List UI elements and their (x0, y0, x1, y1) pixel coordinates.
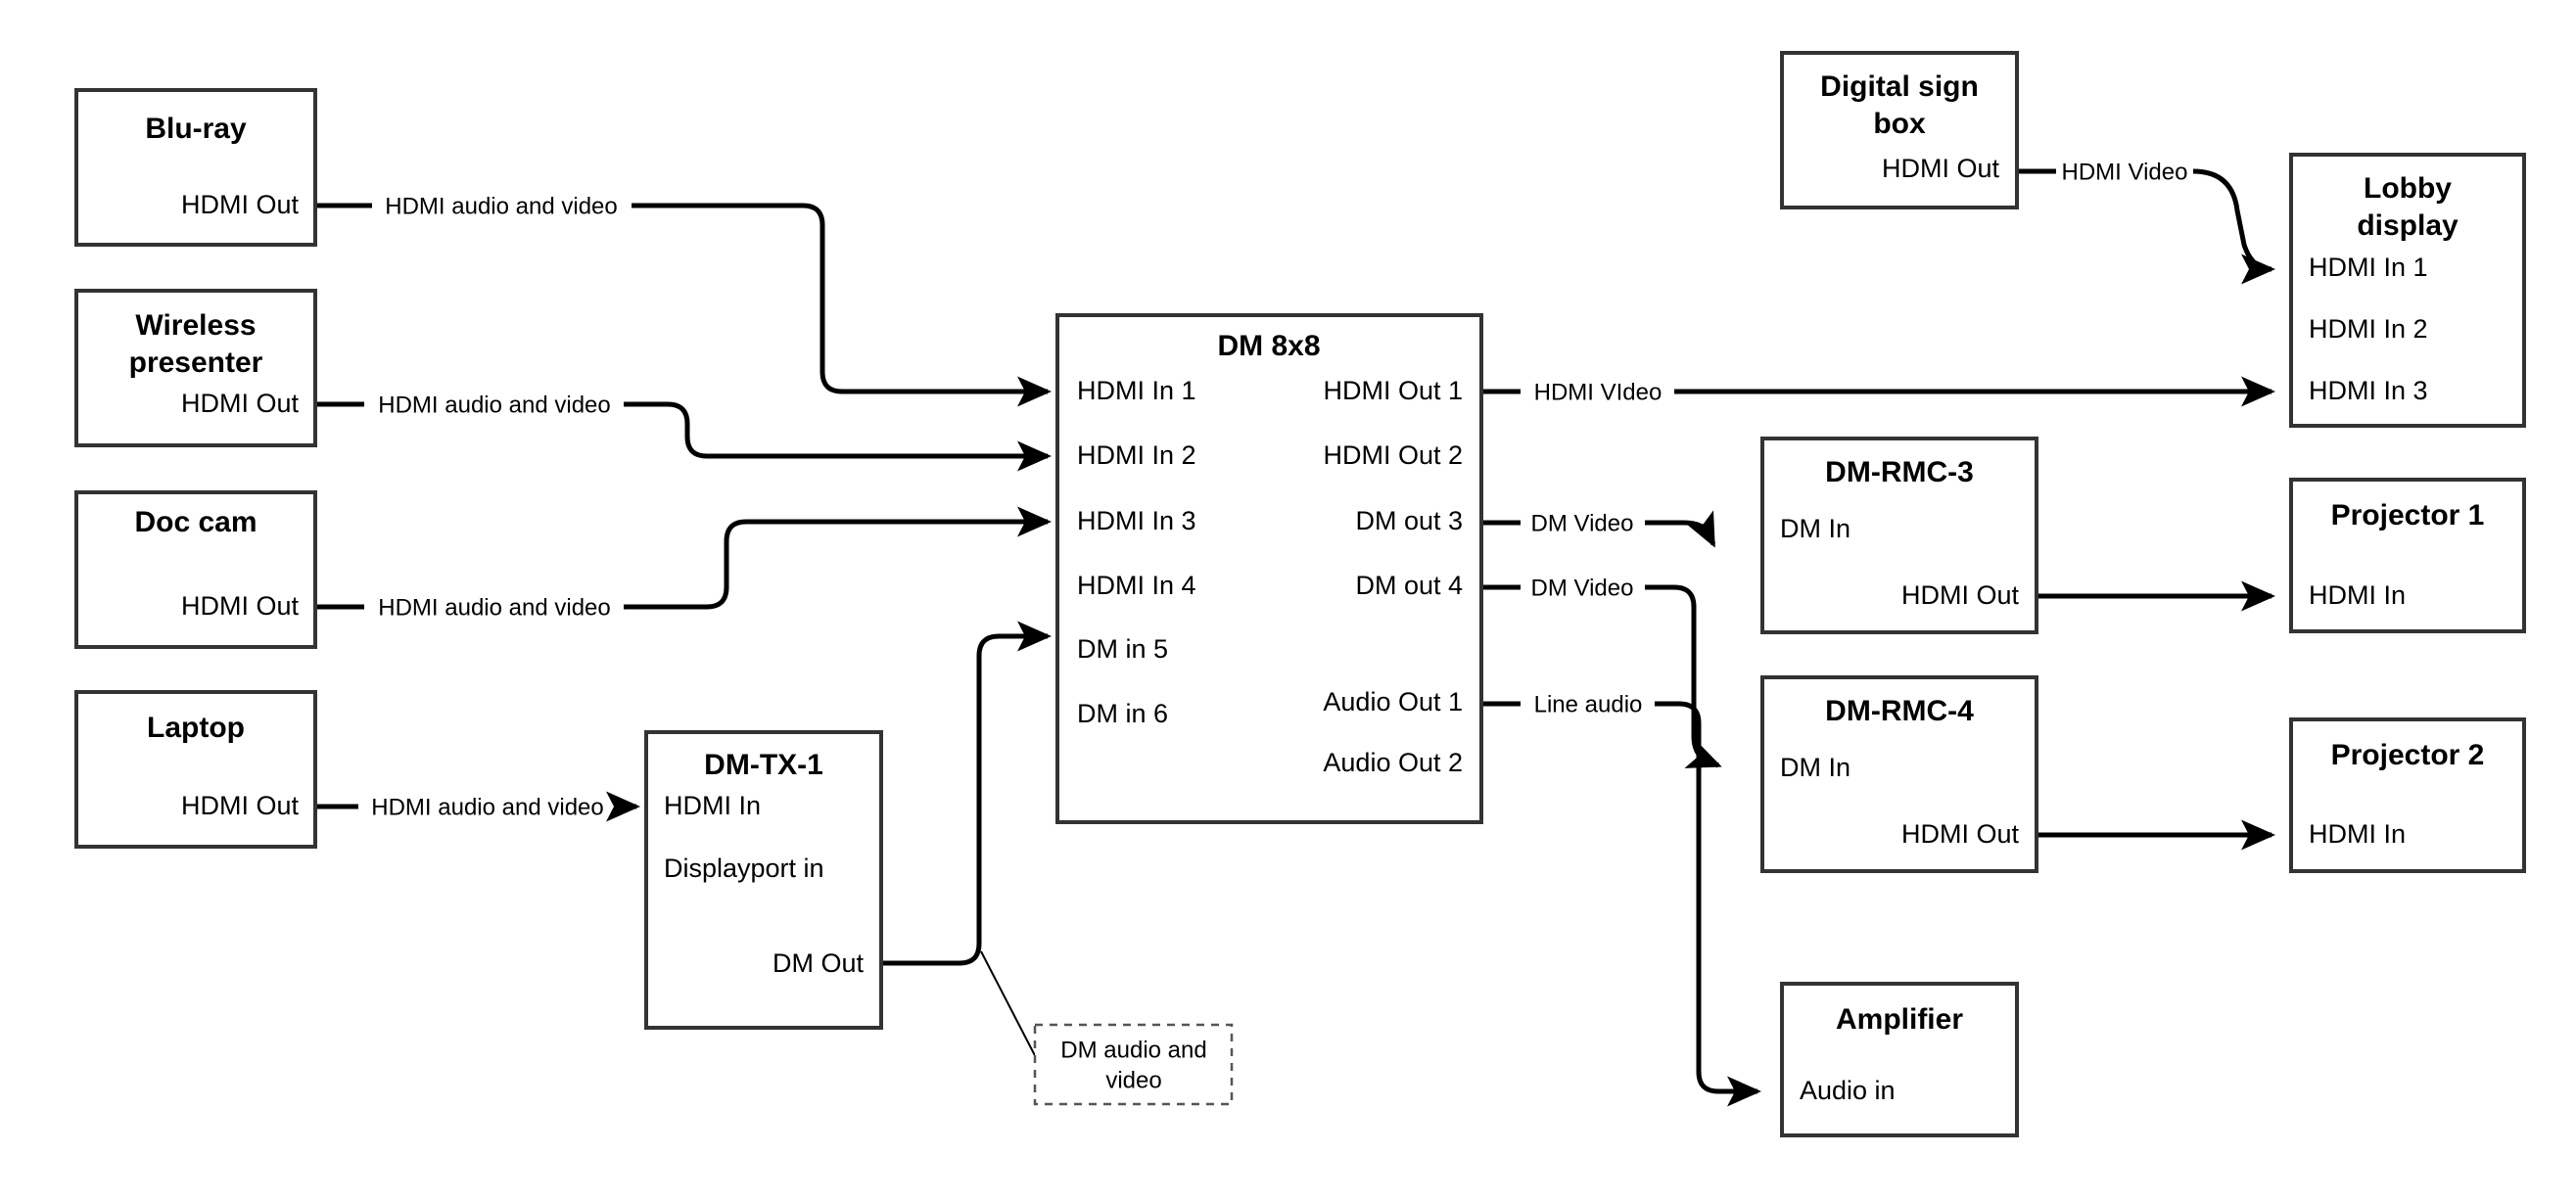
note-dm-audio-and-video: DM audio and video (1033, 1023, 1234, 1106)
node-dm-8x8-port-hdmi-out-1: HDMI Out 1 (1323, 376, 1463, 405)
node-dm-rmc-4[interactable]: DM-RMC-4 DM In HDMI Out (1760, 675, 2038, 873)
node-amplifier-box[interactable] (1780, 982, 2019, 1137)
node-dm-rmc-3-box[interactable] (1760, 437, 2038, 634)
node-projector-2-port-hdmi-in: HDMI In (2309, 819, 2406, 849)
edge-label-digital-sign: HDMI Video (2062, 159, 2188, 185)
node-bluray[interactable]: Blu-ray HDMI Out (74, 88, 317, 247)
node-dm-rmc-3-port-hdmi-out: HDMI Out (1901, 580, 2020, 610)
node-laptop-port-hdmi-out: HDMI Out (181, 791, 300, 820)
node-bluray-port-hdmi-out: HDMI Out (181, 190, 300, 219)
link-doccam-to-dm8x8-hdmi-in-3 (315, 522, 1048, 610)
node-dm-8x8-box[interactable] (1055, 313, 1483, 824)
node-dm-tx-1-port-hdmi-in: HDMI In (664, 791, 761, 820)
node-digital-sign-box[interactable]: Digital sign box HDMI Out (1780, 51, 2019, 209)
node-dm-8x8-port-hdmi-in-2: HDMI In 2 (1077, 440, 1196, 470)
node-dm-tx-1-port-displayport-in: Displayport in (664, 854, 824, 883)
edge-label-wireless: HDMI audio and video (378, 392, 610, 418)
node-lobby-display[interactable]: Lobby display HDMI In 1 HDMI In 2 HDMI I… (2289, 153, 2526, 428)
node-dm-8x8-port-hdmi-in-1: HDMI In 1 (1077, 376, 1196, 405)
node-lobby-display-port-hdmi-in-2: HDMI In 2 (2309, 314, 2428, 344)
node-dm-rmc-4-box[interactable] (1760, 675, 2038, 873)
node-dm-rmc-3-title: DM-RMC-3 (1825, 456, 1974, 488)
node-dm-tx-1[interactable]: DM-TX-1 HDMI In Displayport in DM Out (644, 730, 883, 1030)
node-dm-8x8-port-dm-in-5: DM in 5 (1077, 634, 1168, 664)
node-bluray-title: Blu-ray (145, 113, 247, 145)
node-laptop-title: Laptop (147, 712, 245, 744)
note-dm-audio-and-video-line1: DM audio and (1060, 1037, 1206, 1063)
node-laptop[interactable]: Laptop HDMI Out (74, 690, 317, 849)
node-dm-8x8-port-hdmi-in-3: HDMI In 3 (1077, 506, 1196, 535)
node-dm-8x8-port-hdmi-in-4: HDMI In 4 (1077, 571, 1196, 600)
edge-label-audio-out-1: Line audio (1534, 691, 1643, 717)
link-bluray-to-dm8x8-hdmi-in-1 (315, 203, 1048, 392)
node-doc-cam-port-hdmi-out: HDMI Out (181, 591, 300, 621)
link-dm8x8-dmout3-to-dmrmc3 (1481, 523, 1713, 544)
link-dm8x8-audioout1-to-amplifier (1481, 701, 1757, 1091)
node-wireless-presenter-box[interactable] (74, 289, 317, 447)
node-wireless-presenter-title-line2: presenter (129, 346, 263, 379)
node-dm-8x8-title: DM 8x8 (1217, 330, 1320, 362)
node-amplifier-title: Amplifier (1836, 1003, 1963, 1036)
node-bluray-box[interactable] (74, 88, 317, 247)
node-doc-cam[interactable]: Doc cam HDMI Out (74, 490, 317, 649)
node-dm-8x8-port-dm-in-6: DM in 6 (1077, 699, 1168, 728)
node-digital-sign-box-title-line2: box (1873, 108, 1926, 140)
node-lobby-display-port-hdmi-in-1: HDMI In 1 (2309, 253, 2428, 282)
node-dm-rmc-4-port-hdmi-out: HDMI Out (1901, 819, 2020, 849)
node-dm-rmc-3[interactable]: DM-RMC-3 DM In HDMI Out (1760, 437, 2038, 634)
link-dmtx1-to-dm8x8-dm-in-5 (881, 621, 1053, 966)
node-wireless-presenter-port-hdmi-out: HDMI Out (181, 389, 300, 418)
edge-label-bluray: HDMI audio and video (385, 193, 617, 219)
node-projector-1[interactable]: Projector 1 HDMI In (2289, 478, 2526, 633)
link-wireless-to-dm8x8-hdmi-in-2 (315, 401, 1048, 456)
node-doc-cam-title: Doc cam (134, 506, 257, 538)
node-amplifier[interactable]: Amplifier Audio in (1780, 982, 2019, 1137)
node-amplifier-port-audio-in: Audio in (1800, 1076, 1896, 1105)
node-dm-8x8-port-dm-out-3: DM out 3 (1355, 506, 1463, 535)
node-wireless-presenter-title-line1: Wireless (135, 309, 256, 342)
edge-label-dm-out-3: DM Video (1531, 510, 1634, 536)
node-dm-rmc-4-port-dm-in: DM In (1780, 753, 1850, 782)
node-projector-2-box[interactable] (2289, 717, 2526, 873)
node-dm-8x8[interactable]: DM 8x8 HDMI In 1 HDMI In 2 HDMI In 3 HDM… (1055, 313, 1483, 824)
node-dm-8x8-port-hdmi-out-2: HDMI Out 2 (1323, 440, 1463, 470)
node-projector-1-box[interactable] (2289, 478, 2526, 633)
node-digital-sign-box-port-hdmi-out: HDMI Out (1882, 154, 2000, 183)
edge-label-dm-hdmi-out-1: HDMI VIdeo (1534, 379, 1663, 405)
node-projector-1-title: Projector 1 (2331, 499, 2485, 531)
node-laptop-box[interactable] (74, 690, 317, 849)
node-doc-cam-box[interactable] (74, 490, 317, 649)
node-lobby-display-title-line2: display (2357, 209, 2459, 242)
node-lobby-display-title-line1: Lobby (2364, 172, 2452, 205)
node-lobby-display-box[interactable] (2289, 153, 2526, 428)
node-digital-sign-box-rect[interactable] (1780, 51, 2019, 209)
note-leader-line (980, 950, 1042, 1068)
node-dm-tx-1-title: DM-TX-1 (704, 749, 823, 781)
node-projector-2-title: Projector 2 (2331, 739, 2485, 771)
node-dm-rmc-3-port-dm-in: DM In (1780, 514, 1850, 543)
node-projector-1-port-hdmi-in: HDMI In (2309, 580, 2406, 610)
node-projector-2[interactable]: Projector 2 HDMI In (2289, 717, 2526, 873)
node-dm-8x8-port-dm-out-4: DM out 4 (1355, 571, 1463, 600)
node-dm-tx-1-box[interactable] (644, 730, 883, 1030)
link-dm8x8-dmout4-to-dmrmc4 (1481, 584, 1718, 765)
node-dm-8x8-port-audio-out-1: Audio Out 1 (1323, 687, 1463, 716)
edge-label-doccam: HDMI audio and video (378, 594, 610, 621)
note-dm-audio-and-video-box (1033, 1023, 1234, 1106)
link-digitalsign-to-lobby-hdmi-in-1 (2017, 168, 2272, 269)
node-lobby-display-port-hdmi-in-3: HDMI In 3 (2309, 376, 2428, 405)
edge-label-laptop: HDMI audio and video (371, 794, 603, 820)
node-dm-8x8-port-audio-out-2: Audio Out 2 (1323, 748, 1463, 777)
note-dm-audio-and-video-line2: video (1105, 1067, 1161, 1093)
node-dm-tx-1-port-dm-out: DM Out (773, 948, 865, 978)
edge-label-dm-out-4: DM Video (1531, 575, 1634, 601)
node-wireless-presenter[interactable]: Wireless presenter HDMI Out (74, 289, 317, 447)
node-digital-sign-box-title-line1: Digital sign (1820, 70, 1979, 103)
node-dm-rmc-4-title: DM-RMC-4 (1825, 695, 1974, 727)
